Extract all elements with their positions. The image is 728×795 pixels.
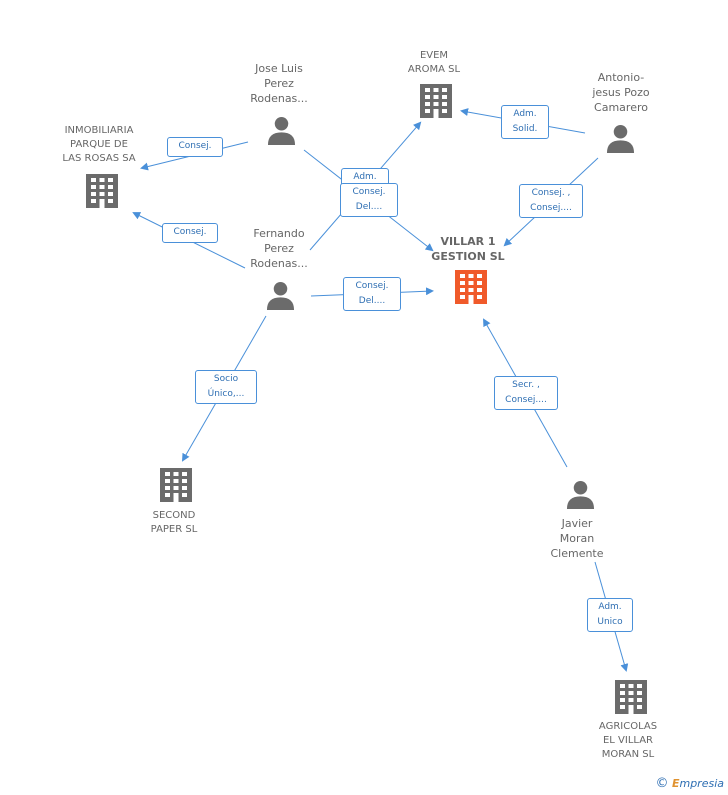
edge-label-jose-villar-consej[interactable]: Consej. Del....	[340, 183, 398, 217]
edge-label-antonio-villar[interactable]: Consej. , Consej....	[519, 184, 583, 218]
villar-building-icon[interactable]	[455, 270, 487, 304]
copyright-symbol: ©	[655, 776, 669, 791]
edge-label-fernando-inmobiliaria[interactable]: Consej.	[162, 223, 218, 243]
fernando-label[interactable]: Fernando Perez Rodenas...	[250, 227, 308, 270]
javier-person-icon[interactable]	[566, 480, 595, 509]
edge-label-fernando-villar[interactable]: Consej. Del....	[343, 277, 401, 311]
second-building-icon[interactable]	[160, 468, 192, 502]
second-label[interactable]: SECOND PAPER SL	[150, 510, 198, 535]
evem-label[interactable]: EVEM AROMA SL	[407, 50, 461, 75]
edge-label-javier-villar[interactable]: Secr. , Consej....	[494, 376, 558, 410]
empresia-footer[interactable]: © Empresia	[655, 776, 724, 791]
antonio-label[interactable]: Antonio- jesus Pozo Camarero	[592, 71, 650, 114]
evem-building-icon[interactable]	[420, 84, 452, 118]
villar-label[interactable]: VILLAR 1 GESTION SL	[431, 235, 505, 263]
joseluis-label[interactable]: Jose Luis Perez Rodenas...	[250, 62, 308, 105]
inmobiliaria-building-icon[interactable]	[86, 174, 118, 208]
javier-label[interactable]: Javier Moran Clemente	[550, 517, 604, 560]
antonio-person-icon[interactable]	[606, 124, 635, 153]
agricolas-label[interactable]: AGRICOLAS EL VILLAR MORAN SL	[598, 721, 658, 760]
inmobiliaria-label[interactable]: INMOBILIARIA PARQUE DE LAS ROSAS SA	[62, 125, 136, 164]
edge-label-antonio-evem[interactable]: Adm. Solid.	[501, 105, 549, 139]
edge-label-jose-inmobiliaria[interactable]: Consej.	[167, 137, 223, 157]
edge-label-fernando-second[interactable]: Socio Único,...	[195, 370, 257, 404]
agricolas-building-icon[interactable]	[615, 680, 647, 714]
fernando-person-icon[interactable]	[266, 281, 295, 310]
joseluis-person-icon[interactable]	[267, 116, 296, 145]
edge-label-javier-agricolas[interactable]: Adm. Unico	[587, 598, 633, 632]
empresia-logo[interactable]: Empresia	[671, 777, 724, 790]
